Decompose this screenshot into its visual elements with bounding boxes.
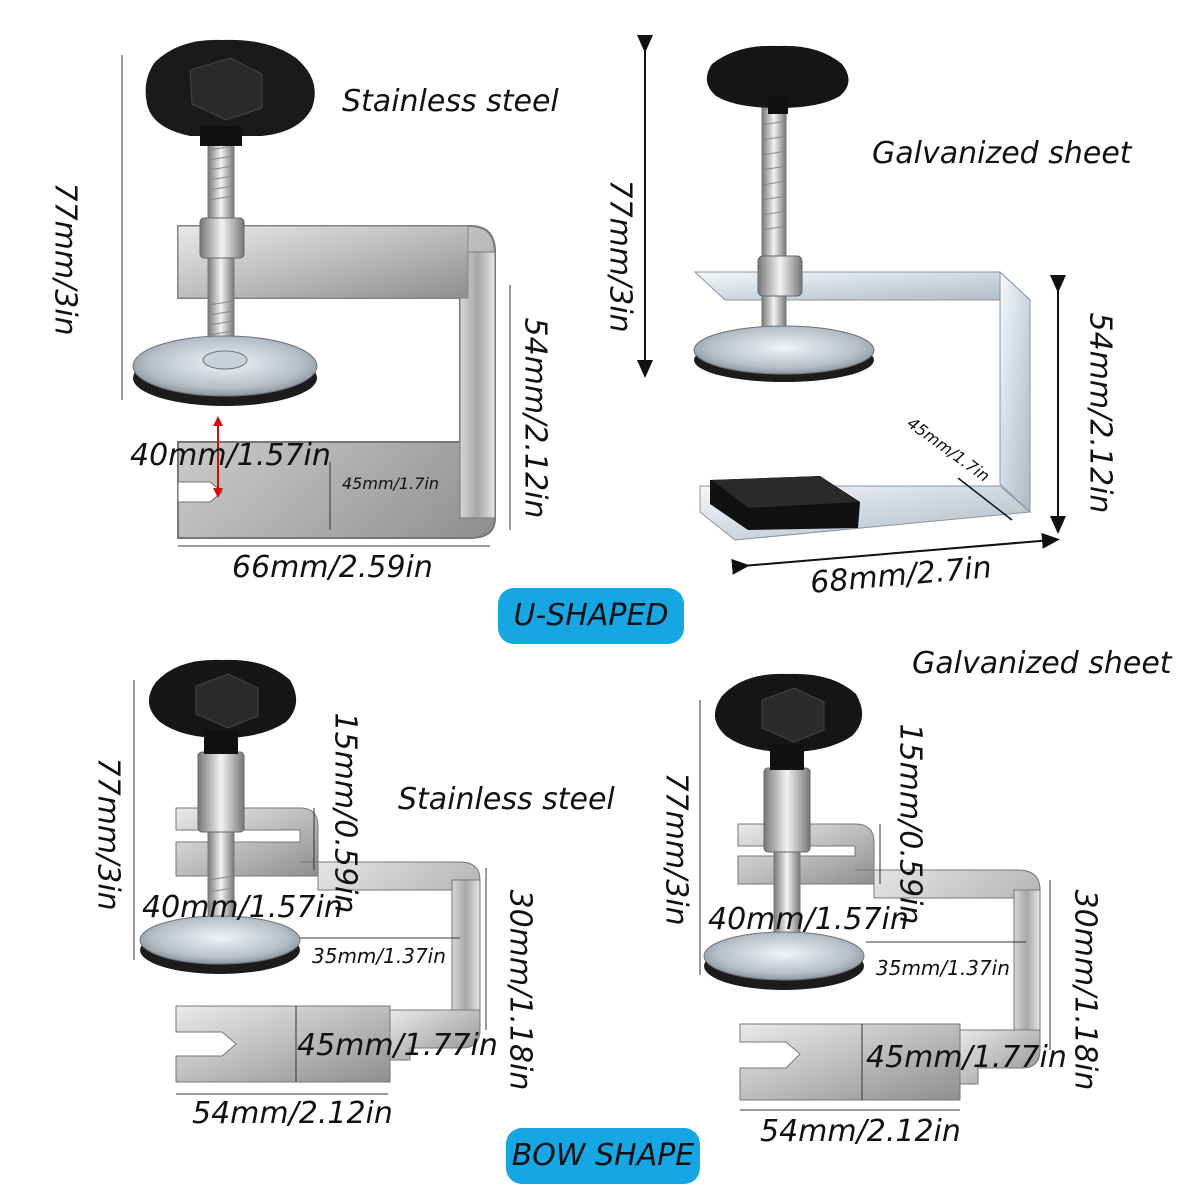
width-tl: 66mm/2.59in: [232, 550, 433, 585]
gap-br: 40mm/1.57in: [708, 902, 909, 937]
material-label-br: Galvanized sheet: [912, 646, 1172, 681]
depth-tl: 45mm/1.7in: [342, 474, 439, 493]
bow-shape-badge: BOW SHAPE: [506, 1128, 700, 1184]
height-side-tr: 54mm/2.12in: [1082, 312, 1118, 514]
height-total-tl: 77mm/3in: [47, 182, 83, 336]
gap-bl: 40mm/1.57in: [142, 890, 343, 925]
u-shaped-badge: U-SHAPED: [498, 588, 684, 644]
clamp-bow-galvanized: [703, 673, 1041, 1101]
depth-br: 45mm/1.77in: [866, 1040, 1067, 1075]
step-bl: 15mm/0.59in: [327, 712, 363, 914]
side-bl: 30mm/1.18in: [502, 889, 538, 1091]
height-side-tl: 54mm/2.12in: [517, 317, 553, 519]
side-br: 30mm/1.18in: [1067, 889, 1103, 1091]
material-label-bl: Stainless steel: [398, 782, 615, 817]
gap-tl: 40mm/1.57in: [130, 438, 331, 473]
inner-br: 35mm/1.37in: [876, 956, 1010, 980]
width-bl: 54mm/2.12in: [192, 1096, 393, 1131]
material-label-tl: Stainless steel: [342, 84, 559, 119]
height-total-bl: 77mm/3in: [90, 757, 126, 911]
dimension-lines-tr: [637, 35, 1066, 575]
dimension-lines-bl: [133, 680, 487, 1095]
material-label-tr: Galvanized sheet: [872, 136, 1132, 171]
clamp-u-galvanized: [693, 45, 1032, 541]
height-total-br: 77mm/3in: [658, 772, 694, 926]
width-br: 54mm/2.12in: [760, 1114, 961, 1149]
inner-bl: 35mm/1.37in: [312, 944, 446, 968]
clamp-bow-stainless: [139, 659, 481, 1083]
dimension-lines-tl: [121, 55, 511, 547]
height-total-tr: 77mm/3in: [602, 179, 638, 333]
dimension-lines-br: [699, 700, 1051, 1111]
depth-bl: 45mm/1.77in: [297, 1028, 498, 1063]
clamp-u-stainless: [132, 39, 496, 539]
step-br: 15mm/0.59in: [892, 723, 928, 925]
